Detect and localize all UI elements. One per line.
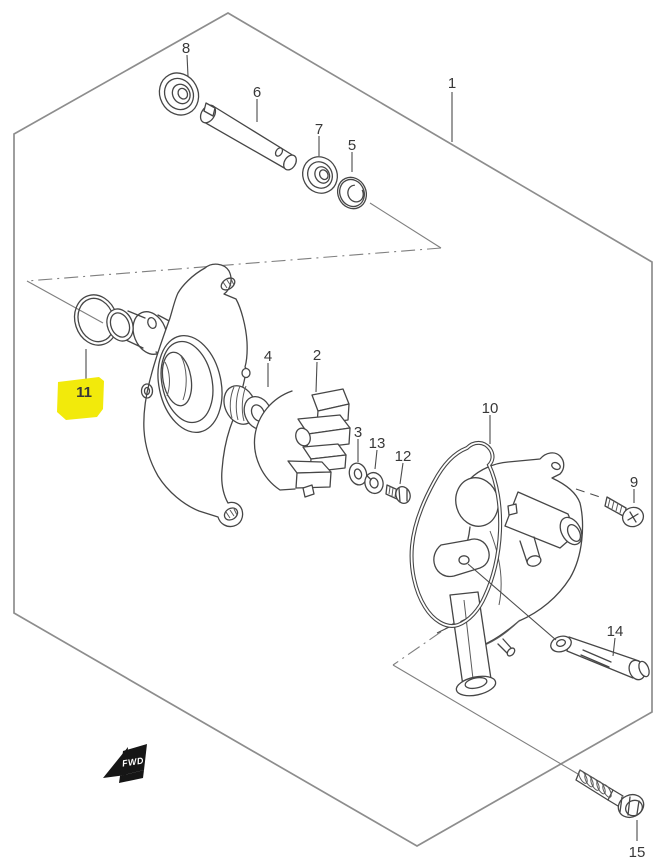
part-bearing-7: [302, 156, 338, 194]
cover-ear-hole-top: [220, 277, 236, 291]
part-shaft-6: [199, 102, 297, 171]
diagram-frame-border: [13, 12, 653, 847]
fwd-arrow-label: FWD: [121, 755, 144, 768]
part-callout-8[interactable]: 8: [182, 40, 190, 57]
part-lock-washer-13: [364, 471, 384, 495]
part-bracket-14: [550, 635, 650, 681]
highlight-part-11: [57, 377, 104, 420]
part-callout-12[interactable]: 12: [395, 448, 412, 465]
part-callout-7[interactable]: 7: [315, 121, 323, 138]
part-seal-5: [336, 176, 368, 210]
part-callout-3[interactable]: 3: [354, 424, 362, 441]
part-bearing-8: [158, 72, 200, 116]
part-callout-5[interactable]: 5: [348, 137, 356, 154]
part-callout-6[interactable]: 6: [253, 84, 261, 101]
part-callout-15[interactable]: 15: [629, 844, 646, 861]
cover-ear-hole-bottom: [223, 507, 239, 521]
part-impeller-2: [253, 388, 351, 498]
part-pump-cover: [106, 263, 251, 528]
part-bolt-12: [385, 484, 411, 504]
part-callout-10[interactable]: 10: [482, 400, 499, 417]
part-callout-2[interactable]: 2: [313, 347, 321, 364]
callout-leader-lines: [85, 54, 638, 841]
part-washer-3: [348, 462, 368, 486]
part-gasket-10: [409, 440, 503, 628]
part-callout-13[interactable]: 13: [369, 435, 386, 452]
part-callout-11[interactable]: 11: [76, 384, 92, 401]
fwd-arrow: FWD: [103, 744, 147, 783]
callout-labels: 1 2 3 4 5 6 7 8 9 10 11 12 13 14 15: [76, 40, 645, 861]
part-pump-housing: [433, 452, 601, 697]
leader-line-bracket-14: [467, 563, 557, 641]
part-bolt-15: [575, 769, 645, 819]
part-callout-4[interactable]: 4: [264, 348, 272, 365]
part-callout-9[interactable]: 9: [630, 474, 638, 491]
part-callout-1[interactable]: 1: [448, 75, 456, 92]
part-callout-14[interactable]: 14: [607, 623, 624, 640]
part-screw-9: [604, 496, 645, 528]
